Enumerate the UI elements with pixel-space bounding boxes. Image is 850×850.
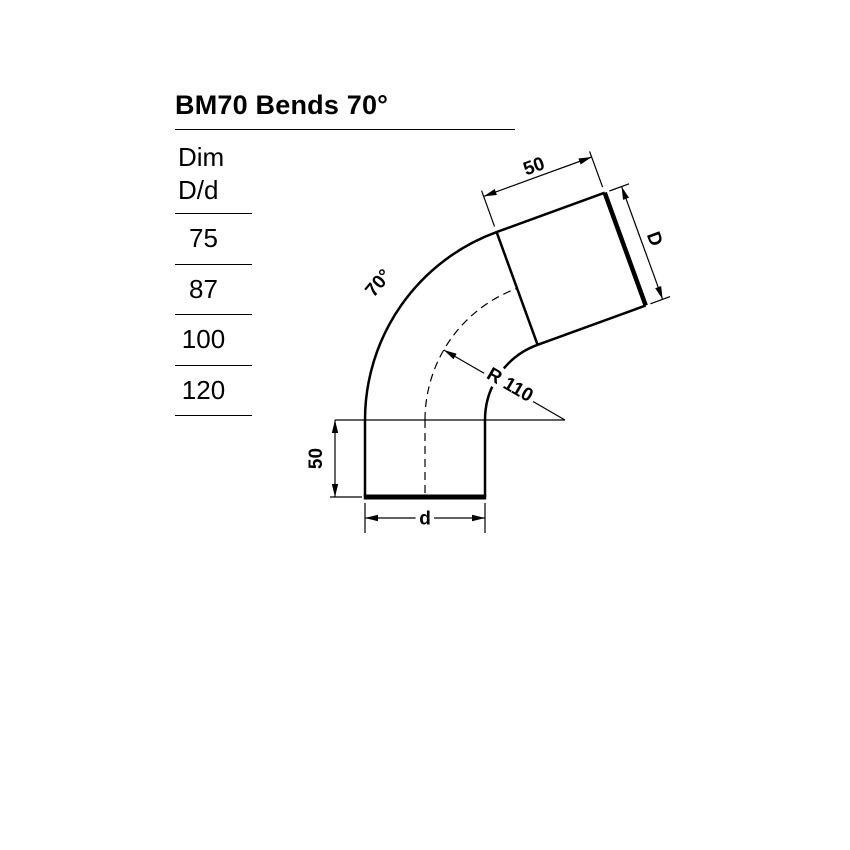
table-header: Dim D/d (175, 141, 252, 214)
dimension-table: Dim D/d 75 87 100 120 (175, 141, 252, 416)
inlet-diameter-label: d (419, 509, 431, 530)
outlet-diameter-extension-bottom (650, 296, 671, 305)
pipe-outline (363, 191, 647, 497)
outlet-bottom-wall (537, 304, 647, 346)
table-row: 100 (175, 315, 252, 366)
table-header-line1: Dim (178, 142, 225, 172)
centerline-arc (424, 287, 518, 421)
table-header-line2: D/d (178, 175, 219, 205)
end-length-label: 50 (521, 153, 548, 180)
title-underline (175, 129, 515, 130)
outlet-diameter-extension-top (609, 183, 630, 192)
inlet-length-label: 50 (306, 448, 327, 469)
table-row: 87 (175, 265, 252, 315)
table-row: 75 (175, 214, 252, 265)
page-title: BM70 Bends 70° (175, 90, 389, 120)
outlet-diameter-dimension-line (621, 186, 664, 300)
bend-angle-label: 70° (362, 266, 397, 302)
end-length-dimension-line (483, 156, 592, 197)
radius-leader-line (443, 349, 566, 421)
construction-lines (335, 287, 565, 499)
joint-line (495, 231, 539, 346)
outlet-diameter-label: D (642, 229, 666, 249)
outlet-end-face (602, 191, 648, 307)
dimension-lines (330, 151, 671, 533)
table-row: 120 (175, 366, 252, 416)
inner-bend-arc (483, 343, 539, 421)
outlet-top-wall (496, 191, 606, 234)
bend-radius-label: R 110 (483, 364, 537, 407)
outer-bend-arc (363, 230, 498, 421)
